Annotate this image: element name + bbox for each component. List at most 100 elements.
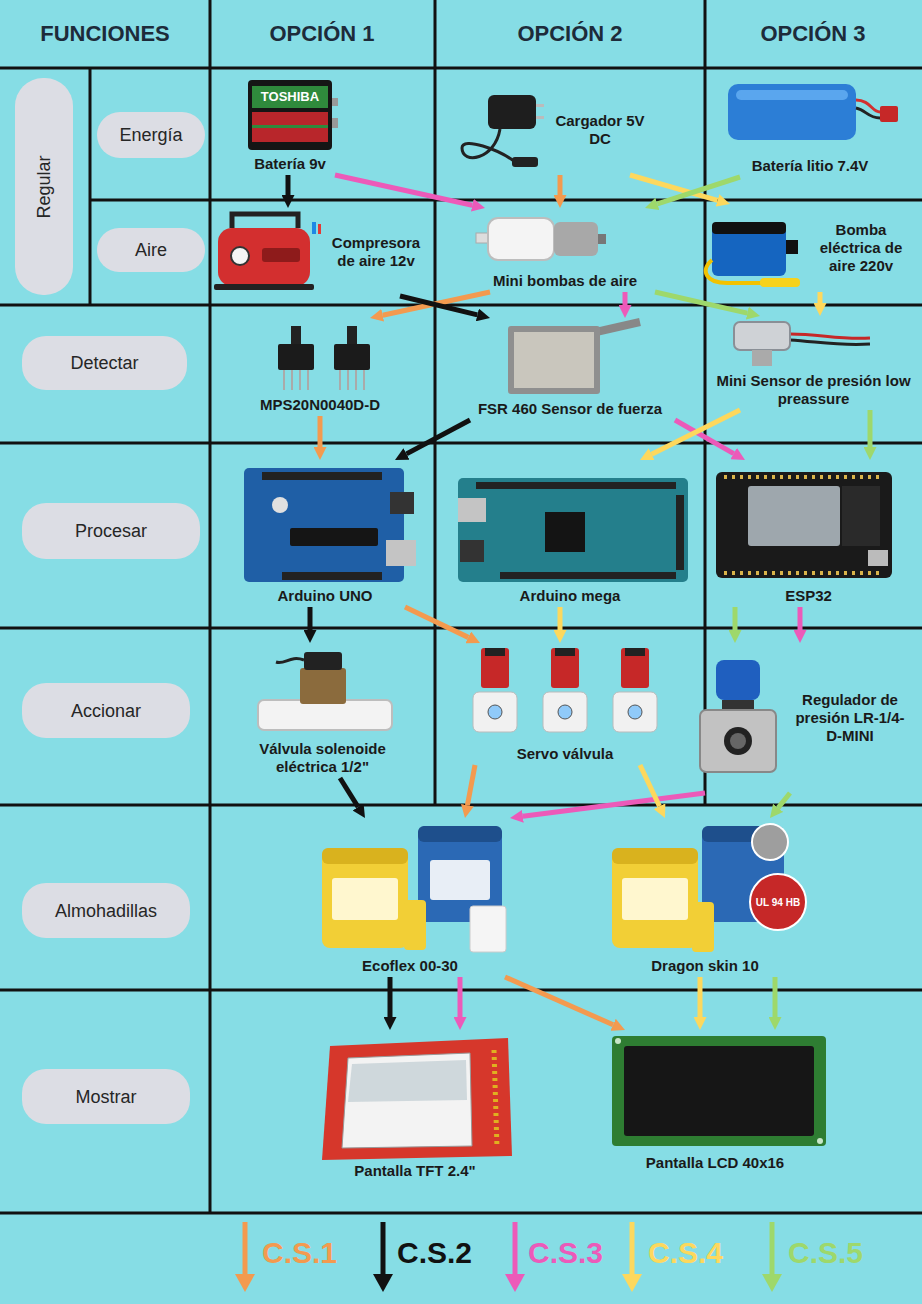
charger-picture — [536, 116, 544, 119]
legend-swatch — [243, 1222, 248, 1276]
component-node: MPS20N0040D-D — [235, 318, 405, 416]
pressure-sensor-picture — [284, 370, 364, 390]
solenoid-valve-picture — [258, 652, 392, 730]
header-label: OPCIÓN 2 — [517, 22, 622, 46]
flow-arrow — [698, 977, 703, 1017]
node-label: Mini Sensor de presión low preassure — [712, 370, 915, 408]
solenoid-valve-picture — [258, 700, 392, 730]
mini-pressure-sensor-picture — [734, 322, 870, 366]
pressure-regulator-picture — [700, 710, 776, 772]
legend-item: C.S.3 — [503, 1220, 623, 1296]
node-label: Pantalla TFT 2.4" — [300, 1160, 530, 1180]
esp32-picture — [868, 550, 888, 566]
component-node: Cargador 5V DC — [445, 85, 650, 175]
component-node: Bomba eléctrica de aire 220v — [695, 204, 915, 292]
pressure-regulator-picture — [722, 700, 754, 710]
lcd-screen-picture — [612, 1036, 826, 1146]
legend-text: C.S.2 — [397, 1236, 472, 1270]
battery-9v-picture — [248, 80, 332, 150]
flow-arrow — [652, 410, 740, 454]
legend-swatch — [381, 1222, 386, 1276]
legend-swatch — [630, 1222, 635, 1276]
dragon-skin-kit-picture — [612, 848, 698, 864]
tft-screen-picture — [322, 1038, 512, 1160]
pressure-sensor-picture — [339, 370, 341, 390]
mini-air-pump-picture — [554, 222, 598, 256]
node-label: Válvula solenoide eléctrica 1/2" — [235, 738, 410, 776]
component-node: Arduino UNO — [230, 460, 420, 607]
node-label: Arduino UNO — [230, 585, 420, 605]
electric-air-pump-picture — [760, 278, 800, 287]
legend-text: C.S.4 — [648, 1236, 723, 1270]
servo-valve-picture — [621, 648, 649, 688]
flow-arrow — [405, 607, 468, 637]
ecoflex-kit-picture — [322, 826, 506, 952]
air-compressor-picture — [214, 284, 314, 290]
legend-text: C.S.1 — [262, 1236, 337, 1270]
grid-line — [0, 67, 922, 70]
ecoflex-kit-picture — [404, 900, 426, 950]
ecoflex-kit-picture — [470, 906, 506, 952]
flow-arrow — [400, 296, 477, 315]
pressure-sensor-picture — [307, 370, 309, 390]
battery-9v-picture — [252, 112, 328, 142]
grid-line — [0, 304, 922, 307]
node-label: Compresora de aire 12v — [322, 234, 430, 270]
node-label: Regulador de presión LR-1/4-D-MINI — [785, 691, 915, 745]
function-pill: Energía — [97, 112, 205, 158]
legend-text: C.S.5 — [788, 1236, 863, 1270]
legend-swatch — [762, 1274, 782, 1292]
function-pill: Accionar — [22, 683, 190, 738]
component-node: Mini bombas de aire — [465, 208, 665, 292]
flow-arrow — [773, 977, 778, 1017]
arduino-mega-picture — [500, 572, 676, 579]
legend-swatch — [770, 1222, 775, 1276]
lithium-battery-picture — [728, 84, 856, 140]
battery-9v-picture — [332, 98, 338, 106]
component-node: Regulador de presión LR-1/4-D-MINI — [690, 643, 915, 793]
component-node: Pantalla TFT 2.4" — [300, 1030, 530, 1182]
tft-screen-picture — [348, 1060, 467, 1102]
flow-arrow — [623, 292, 628, 305]
servo-valve-picture — [488, 705, 502, 719]
ecoflex-kit-picture — [430, 860, 490, 900]
mini-pressure-sensor-picture — [734, 322, 790, 350]
node-label: MPS20N0040D-D — [235, 394, 405, 414]
air-compressor-picture — [232, 214, 298, 228]
node-label: Servo válvula — [450, 743, 680, 763]
ecoflex-kit-picture — [332, 878, 398, 920]
flow-arrow — [458, 977, 463, 1017]
dragon-skin-kit-picture — [612, 824, 806, 952]
flow-arrow — [335, 175, 472, 205]
node-label: Energía — [119, 124, 182, 146]
pressure-sensor-picture — [291, 370, 293, 390]
component-node: Compresora de aire 12v — [212, 208, 430, 296]
grid-line — [704, 0, 707, 805]
mini-pressure-sensor-picture — [790, 340, 870, 345]
arduino-mega-picture — [460, 540, 484, 562]
servo-valve-picture — [551, 648, 579, 688]
legend-swatch — [513, 1222, 518, 1276]
pressure-regulator-picture — [716, 660, 760, 700]
function-pill: Mostrar — [22, 1069, 190, 1124]
arduino-uno-picture — [386, 540, 416, 566]
grid-line — [0, 0, 922, 1213]
node-label: Accionar — [71, 700, 141, 722]
legend-text: C.S.3 — [528, 1236, 603, 1270]
component-node: Batería litio 7.4V — [715, 75, 905, 177]
air-compressor-picture — [312, 222, 316, 234]
legend-swatch — [620, 1220, 644, 1294]
pressure-regulator-picture — [724, 727, 752, 755]
lithium-battery-picture — [856, 108, 880, 118]
dragon-skin-kit-picture — [622, 878, 688, 920]
pressure-sensor-picture — [283, 370, 285, 390]
pressure-sensor-picture — [278, 326, 370, 390]
battery-9v-picture — [252, 125, 328, 128]
flow-arrow — [558, 607, 563, 630]
tft-screen-picture — [322, 1038, 512, 1160]
charger-picture — [536, 104, 544, 107]
node-label: Batería 9v — [235, 153, 345, 173]
air-compressor-picture — [214, 214, 321, 290]
